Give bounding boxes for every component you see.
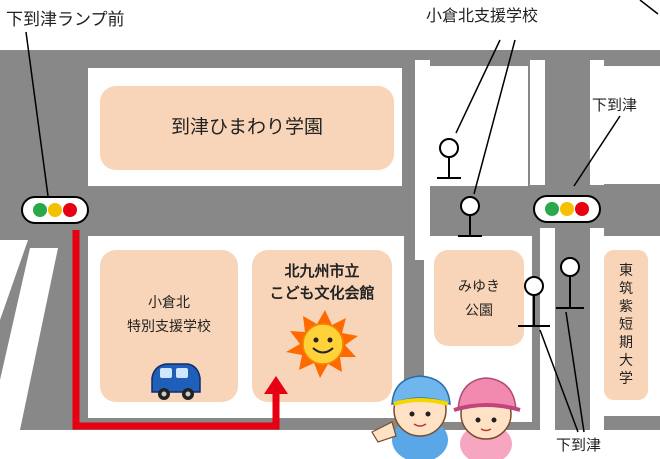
bus-stops — [437, 138, 584, 327]
route-arrow-icon — [264, 376, 288, 394]
label-stop-bottom-right: 下到津 — [556, 436, 602, 454]
sun-icon — [286, 310, 358, 378]
label-park-line2: 公園 — [465, 303, 493, 319]
label-special-school-line1: 小倉北 — [148, 295, 190, 311]
block-base — [428, 66, 528, 186]
red-lamp — [63, 203, 77, 217]
sidewalk — [0, 432, 660, 459]
lane-marking — [540, 228, 555, 430]
label-stop-top-center: 小倉北支援学校 — [426, 6, 539, 25]
block-base — [596, 66, 660, 184]
lane-marking — [0, 240, 28, 320]
traffic-light-right — [533, 195, 601, 223]
buildings — [100, 86, 648, 402]
label-special-school-line2: 特別支援学校 — [127, 319, 211, 335]
bus-stop-icon — [518, 276, 550, 327]
route-line — [72, 230, 280, 430]
yellow-lamp — [560, 202, 574, 216]
green-lamp — [33, 203, 47, 217]
children-icon — [371, 375, 521, 459]
lane-marking — [415, 60, 430, 238]
car-icon — [151, 363, 201, 400]
block-himawari — [100, 86, 394, 170]
block-college — [604, 250, 648, 400]
lane-marking — [0, 248, 58, 430]
block-special-school — [100, 250, 238, 402]
label-himawari: 到津ひまわり学園 — [170, 116, 323, 138]
label-bunka-line2: こども文化会館 — [269, 284, 375, 302]
label-stop-top-left: 下到津ランプ前 — [6, 10, 125, 30]
green-lamp — [545, 202, 559, 216]
block-park — [434, 250, 524, 346]
yellow-lamp — [48, 203, 62, 217]
lane-marking — [530, 60, 545, 185]
bus-stop-icon — [458, 196, 482, 237]
label-bunka-line1: 北九州市立 — [284, 262, 360, 280]
route — [72, 230, 288, 430]
label-stop-right: 下到津 — [592, 96, 638, 114]
bus-stop-icon — [556, 257, 584, 309]
red-lamp — [575, 202, 589, 216]
traffic-light-left — [21, 196, 89, 224]
label-college: 東筑紫短期大学 — [619, 263, 633, 387]
leader-lines — [25, 0, 659, 433]
bus-stop-icon — [437, 138, 461, 179]
label-park-line1: みゆき — [458, 279, 500, 295]
